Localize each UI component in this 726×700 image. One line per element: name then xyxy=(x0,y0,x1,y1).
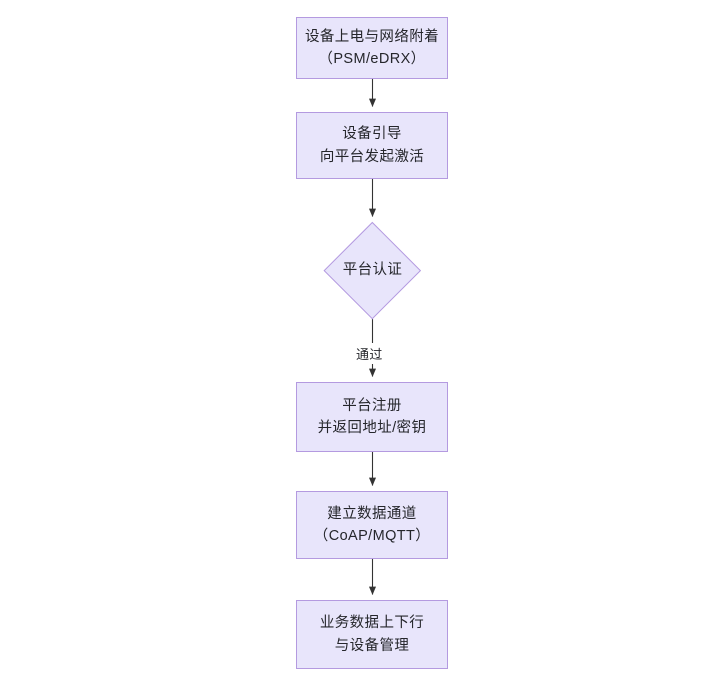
flow-node-device-power-on[interactable]: 设备上电与网络附着 （PSM/eDRX） xyxy=(296,17,448,79)
flow-node-business-data-and-device-mgmt[interactable]: 业务数据上下行 与设备管理 xyxy=(296,600,448,669)
flow-node-line1: 平台认证 xyxy=(342,262,403,279)
edge-label-pass: 通过 xyxy=(354,343,385,364)
flow-node-line2: 与设备管理 xyxy=(334,637,410,654)
flow-node-line2: 并返回地址/密钥 xyxy=(317,420,427,436)
flow-node-line2: 向平台发起激活 xyxy=(319,148,425,165)
flow-node-platform-register[interactable]: 平台注册 并返回地址/密钥 xyxy=(296,382,448,452)
flow-node-line1: 设备上电与网络附着 xyxy=(304,28,440,45)
flow-node-establish-data-channel[interactable]: 建立数据通道 （CoAP/MQTT） xyxy=(296,491,448,559)
flow-node-line1: 平台注册 xyxy=(342,397,402,414)
flow-node-line1: 建立数据通道 xyxy=(327,505,417,522)
flow-node-line2: （PSM/eDRX） xyxy=(318,51,426,67)
flow-node-platform-auth-decision[interactable]: 平台认证 xyxy=(323,221,422,320)
flow-node-line1: 业务数据上下行 xyxy=(319,615,425,632)
flow-node-line2: （CoAP/MQTT） xyxy=(313,528,431,544)
flow-node-device-bootstrap[interactable]: 设备引导 向平台发起激活 xyxy=(296,112,448,179)
flow-node-line1: 设备引导 xyxy=(342,126,402,143)
